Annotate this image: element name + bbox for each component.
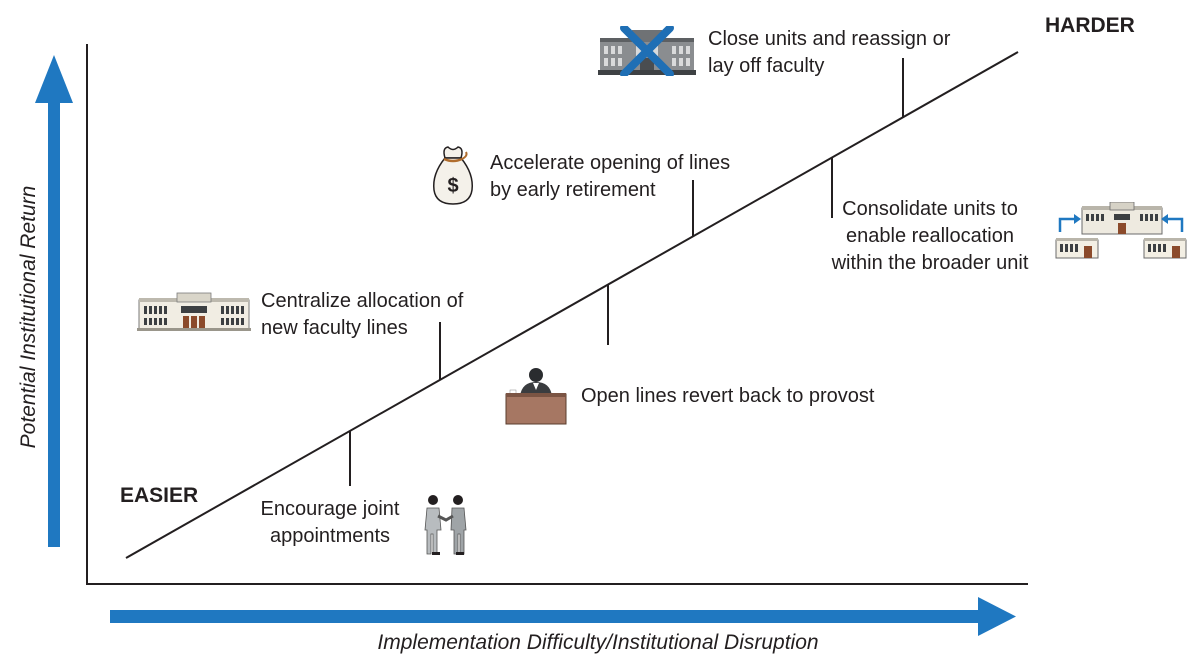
option-close-units-line-2: lay off faculty: [708, 55, 825, 77]
option-consolidate-line-2: enable reallocation: [846, 225, 1014, 247]
dollar-sign: $: [447, 175, 458, 197]
money-bag-icon: $: [432, 146, 474, 205]
option-centralize-line-1: Centralize allocation of: [261, 290, 464, 312]
option-joint-appointments-line-1: Encourage joint: [260, 498, 400, 520]
option-consolidate: Consolidate units to enable reallocation…: [815, 196, 1045, 277]
university-building-icon: [137, 292, 251, 331]
x-axis-arrow: [110, 597, 1016, 636]
option-joint-appointments: Encourage joint appointments: [250, 496, 410, 550]
easier-label: EASIER: [120, 484, 199, 507]
harder-label: HARDER: [1045, 14, 1135, 37]
option-revert-provost-line-1: Open lines revert back to provost: [581, 385, 875, 407]
option-consolidate-line-1: Consolidate units to: [842, 198, 1018, 220]
handshake-people-icon: [424, 495, 467, 555]
difficulty-return-line: [125, 51, 1019, 559]
x-axis-title: Implementation Difficulty/Institutional …: [377, 631, 819, 654]
crossed-out-building-icon: [598, 26, 696, 76]
y-axis-arrow: [35, 55, 73, 547]
option-early-retirement-line-1: Accelerate opening of lines: [490, 152, 731, 174]
option-consolidate-line-3: within the broader unit: [831, 252, 1029, 274]
option-centralize: Centralize allocation of new faculty lin…: [261, 288, 463, 342]
provost-at-desk-icon: [505, 368, 567, 425]
option-early-retirement-line-2: by early retirement: [490, 179, 656, 201]
option-revert-provost: Open lines revert back to provost: [581, 383, 874, 410]
option-early-retirement: Accelerate opening of lines by early ret…: [490, 150, 730, 204]
option-joint-appointments-line-2: appointments: [269, 525, 391, 547]
option-centralize-line-2: new faculty lines: [261, 317, 408, 339]
y-axis-title: Potential Institutional Return: [17, 185, 40, 449]
consolidating-buildings-icon: [1055, 202, 1187, 259]
option-close-units-line-1: Close units and reassign or: [708, 28, 951, 50]
option-close-units: Close units and reassign or lay off facu…: [708, 26, 950, 80]
